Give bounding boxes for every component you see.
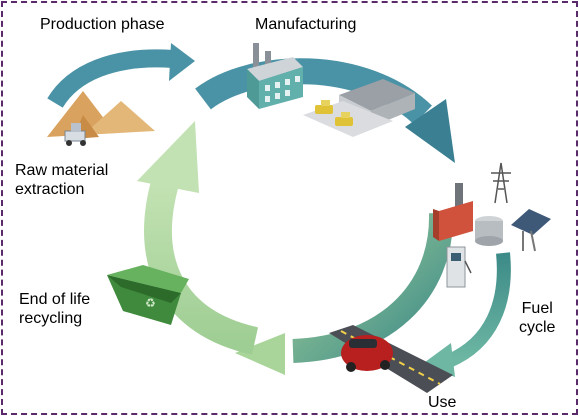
arrow-use-phase xyxy=(235,212,454,375)
warehouse-icon xyxy=(303,79,415,137)
label-fuel-cycle: Fuel cycle xyxy=(519,300,556,336)
car-on-road-icon xyxy=(329,325,453,393)
lifecycle-diagram: ♻ xyxy=(47,43,551,393)
label-production-phase: Production phase xyxy=(40,16,165,33)
label-use: Use xyxy=(428,394,457,411)
label-raw-material-extraction: Raw material extraction xyxy=(15,162,109,198)
transmission-tower-icon xyxy=(491,162,511,204)
arrow-fuel-cycle xyxy=(421,252,511,377)
sand-pile-icon xyxy=(47,91,155,146)
arrow-production-phase xyxy=(47,43,195,108)
fuel-pump-icon xyxy=(446,246,472,288)
label-end-of-life-recycling: End of life recycling xyxy=(19,291,91,327)
recycling-bin-icon: ♻ xyxy=(107,265,189,325)
svg-text:♻: ♻ xyxy=(145,296,156,310)
solar-panel-icon xyxy=(511,209,551,252)
label-manufacturing: Manufacturing xyxy=(255,16,357,33)
power-plant-icon xyxy=(433,183,503,246)
factory-icon xyxy=(247,43,303,109)
